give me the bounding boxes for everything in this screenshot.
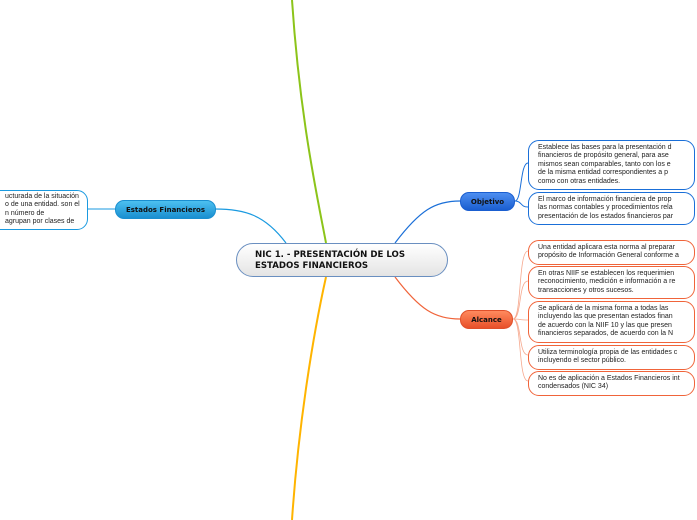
text-line: ucturada de la situación [5, 193, 79, 200]
central-topic[interactable]: NIC 1. - PRESENTACIÓN DE LOS ESTADOS FIN… [236, 243, 448, 277]
alcance-item[interactable]: No es de aplicación a Estados Financiero… [528, 371, 695, 396]
objetivo-node[interactable]: Objetivo [460, 192, 515, 211]
estados-detail-box[interactable]: ucturada de la situación o de una entida… [0, 190, 88, 230]
objetivo-item[interactable]: El marco de información financiera de pr… [528, 192, 695, 226]
alcance-item[interactable]: Una entidad aplicara esta norma al prepa… [528, 240, 695, 265]
text-line: En otras NIIF se establecen los requerim… [538, 270, 675, 277]
text-line: No es de aplicación a Estados Financiero… [538, 375, 680, 382]
text-line: financieros de propósito general, para a… [538, 152, 669, 160]
alcance-item[interactable]: Utiliza terminología propia de las entid… [528, 345, 695, 370]
text-line: Se aplicará de la misma forma a todas la… [538, 305, 669, 312]
alcance-node[interactable]: Alcance [460, 310, 513, 329]
text-line: condensados (NIC 34) [538, 383, 609, 391]
text-line: Una entidad aplicara esta norma al prepa… [538, 244, 675, 251]
text-line: agrupan por clases de [5, 218, 75, 226]
text-line: Establece las bases para la presentación… [538, 144, 672, 151]
text-line: de la misma entidad correspondientes a p [538, 169, 668, 177]
objetivo-item[interactable]: Establece las bases para la presentación… [528, 140, 695, 191]
text-line: mismos sean comparables, tanto con los e [538, 160, 671, 168]
estados-financieros-node[interactable]: Estados Financieros [115, 200, 216, 219]
alcance-item[interactable]: Se aplicará de la misma forma a todas la… [528, 301, 695, 343]
text-line: de acuerdo con la NIIF 10 y las que pres… [538, 321, 672, 329]
text-line: incluyendo las que presentan estados fin… [538, 313, 673, 321]
text-line: Utiliza terminología propia de las entid… [538, 349, 678, 356]
alcance-item[interactable]: En otras NIIF se establecen los requerim… [528, 266, 695, 300]
text-line: presentación de los estados financieros … [538, 212, 674, 220]
text-line: como con otras entidades. [538, 177, 621, 185]
text-line: propósito de Información General conform… [538, 252, 679, 260]
text-line: o de una entidad. son el [5, 201, 80, 209]
text-line: las normas contables y procedimientos re… [538, 204, 673, 212]
text-line: financieros separados, de acuerdo con la… [538, 330, 674, 338]
text-line: transacciones y otros sucesos. [538, 286, 634, 294]
text-line: n número de [5, 209, 45, 217]
text-line: El marco de información financiera de pr… [538, 196, 672, 203]
text-line: incluyendo el sector público. [538, 357, 626, 365]
text-line: reconocimiento, medición e información a… [538, 278, 676, 286]
